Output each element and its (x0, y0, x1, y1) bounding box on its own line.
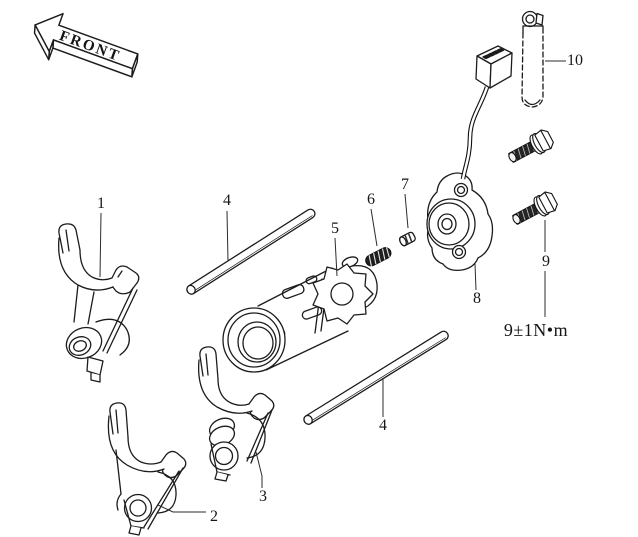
leader-5 (334, 237, 338, 277)
callout-7: 7 (401, 176, 409, 193)
terminal-slot (487, 52, 495, 57)
leader-3 (255, 451, 263, 488)
flange-bolt-upper-drawing (508, 129, 554, 163)
leader-4-upper (226, 210, 229, 262)
torque-note: 9±1N•m (503, 320, 569, 340)
terminal-slot (491, 50, 500, 55)
terminal-slot (496, 48, 505, 53)
flange-bolt-lower-drawing (512, 191, 558, 225)
leader-1 (99, 212, 102, 278)
leader-6 (370, 208, 378, 247)
shift-fork-3-drawing (197, 346, 275, 482)
callout-4-upper: 4 (223, 192, 231, 209)
shift-fork-1-drawing (57, 223, 140, 383)
shift-drum-drawing (222, 256, 378, 373)
callout-6: 6 (367, 191, 375, 208)
detent-pin-drawing (398, 231, 416, 247)
sensor-cable-drawing (460, 86, 490, 180)
callout-5: 5 (331, 220, 339, 237)
leader-7 (404, 193, 409, 229)
shift-rod-lower-drawing (303, 330, 449, 425)
shift-rod-upper-drawing (186, 208, 316, 295)
callout-1: 1 (97, 195, 105, 212)
callout-3: 3 (259, 488, 267, 505)
leader-2 (157, 504, 206, 513)
callout-10: 10 (567, 52, 583, 69)
front-direction-arrow: FRONT (33, 12, 139, 78)
leader-lines (99, 60, 566, 513)
callout-9: 9 (542, 253, 550, 270)
callout-8: 8 (473, 290, 481, 307)
leader-8 (474, 263, 477, 291)
terminal-slot (482, 54, 491, 60)
detent-spring-drawing (365, 247, 392, 267)
gear-position-sensor-drawing (426, 172, 494, 272)
shift-fork-2-drawing (107, 402, 187, 536)
boot-drawing (521, 10, 544, 108)
callout-2: 2 (210, 508, 218, 525)
callout-4-lower: 4 (379, 417, 387, 434)
connector-drawing (475, 45, 513, 89)
